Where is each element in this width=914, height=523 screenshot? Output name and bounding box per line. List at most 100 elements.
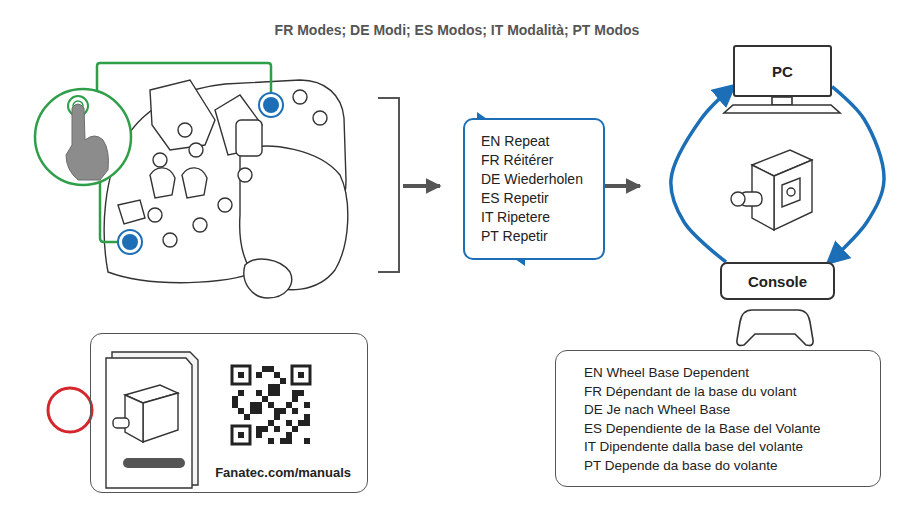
steering-wheel: [236, 120, 262, 156]
monitor-stand: [724, 105, 840, 113]
qr-code: [238, 408, 244, 414]
steering-wheel: [118, 200, 145, 224]
wheel-base-icon: [787, 188, 795, 196]
qr-code: [232, 426, 250, 444]
qr-code: [256, 402, 262, 408]
pc-monitor: PC: [733, 45, 832, 97]
qr-code: [268, 402, 274, 408]
qr-code: [298, 390, 304, 396]
qr-code: [304, 420, 310, 426]
cycle-arrow: [671, 87, 733, 262]
qr-code: [256, 432, 262, 438]
qr-code: [304, 402, 310, 408]
node-text: EN Wheel Base Dependent: [584, 364, 870, 383]
flow-arrow: [403, 184, 440, 188]
wheel-base-icon: [782, 178, 800, 207]
button-marker: [259, 93, 283, 117]
button-marker: [263, 97, 279, 113]
press-callout: [35, 89, 131, 185]
steering-wheel: [244, 259, 292, 298]
qr-code: [232, 402, 238, 408]
qr-code: [292, 408, 298, 414]
cycle-arrow: [829, 87, 884, 262]
node-text: PT Depende da base do volante: [584, 457, 870, 476]
qr-code: [292, 396, 298, 402]
qr-code: [268, 420, 274, 426]
qr-code: [280, 408, 286, 414]
node-text: DE Je nach Wheel Base: [584, 401, 870, 420]
monitor-stand: [772, 97, 792, 105]
steering-wheel: [193, 218, 207, 232]
steering-wheel: [153, 153, 167, 167]
qr-code: [256, 390, 262, 396]
callout-line: [97, 63, 271, 95]
node-text: FR Dépendant de la base du volant: [584, 383, 870, 402]
qr-code: [238, 432, 244, 438]
qr-code: [268, 384, 274, 390]
steering-wheel: [182, 168, 207, 198]
qr-code: [262, 366, 268, 372]
qr-code: [232, 366, 310, 444]
qr-code: [298, 372, 304, 378]
bracket: [378, 98, 399, 272]
steering-wheel: [313, 111, 327, 125]
qr-code: [274, 384, 280, 390]
qr-code: [292, 390, 298, 396]
manual-panel: Fanatec.com/manuals: [90, 333, 368, 493]
manual-booklet: [106, 352, 198, 488]
qr-code: [262, 396, 268, 402]
qr-code: [274, 390, 280, 396]
qr-code: [250, 402, 256, 408]
qr-code: [238, 372, 244, 378]
qr-code: [292, 426, 298, 432]
steering-wheel: [104, 80, 348, 298]
monitor-stand: [724, 97, 840, 113]
qr-code: [274, 372, 280, 378]
qr-code: [250, 408, 256, 414]
qr-code: [268, 390, 274, 396]
qr-code: [244, 414, 250, 420]
manual-booklet: [113, 418, 129, 428]
steering-wheel: [238, 168, 252, 182]
wheel-base-icon: [774, 160, 812, 230]
button-marker: [122, 234, 138, 250]
node-text: ES Dependiente de la Base del Volante: [584, 420, 870, 439]
qr-code: [256, 426, 262, 432]
wheel-base-icon: [731, 150, 812, 230]
qr-code: [232, 366, 250, 384]
node-text: PC: [772, 63, 793, 80]
qr-code: [298, 420, 304, 426]
steering-wheel: [150, 168, 175, 198]
qr-code: [274, 414, 280, 420]
qr-code: [268, 438, 274, 444]
steering-wheel: [215, 95, 262, 155]
warning-circle: [48, 388, 92, 432]
qr-code: [256, 372, 262, 378]
press-callout: [35, 89, 131, 185]
button-marker: [118, 230, 142, 254]
node-text: PT Repetir: [481, 227, 583, 246]
wheel-base-icon: [731, 192, 745, 206]
steering-wheel: [189, 143, 203, 157]
qr-code: [274, 426, 280, 432]
steering-wheel: [218, 198, 232, 212]
gamepad-icon: [737, 310, 813, 345]
page-title: FR Modes; DE Modi; ES Modos; IT Modalità…: [0, 22, 914, 38]
press-callout: [66, 104, 108, 180]
qr-code: [286, 402, 292, 408]
qr-code: [280, 438, 286, 444]
node-text: IT Ripetere: [481, 208, 583, 227]
steering-wheel: [150, 80, 215, 150]
node-text: Fanatec.com/manuals: [215, 465, 351, 480]
steering-wheel: [148, 208, 162, 222]
qr-code: [262, 426, 268, 432]
steering-wheel: [293, 90, 307, 104]
qr-code: [280, 378, 286, 384]
manual-booklet: [106, 358, 192, 488]
node-text: Console: [748, 273, 807, 290]
node-text: IT Dipendente dalla base del volante: [584, 438, 870, 457]
footnote-panel: EN Wheel Base DependentFR Dépendant de l…: [555, 350, 881, 487]
steering-wheel: [163, 233, 177, 247]
qr-code: [232, 396, 238, 402]
